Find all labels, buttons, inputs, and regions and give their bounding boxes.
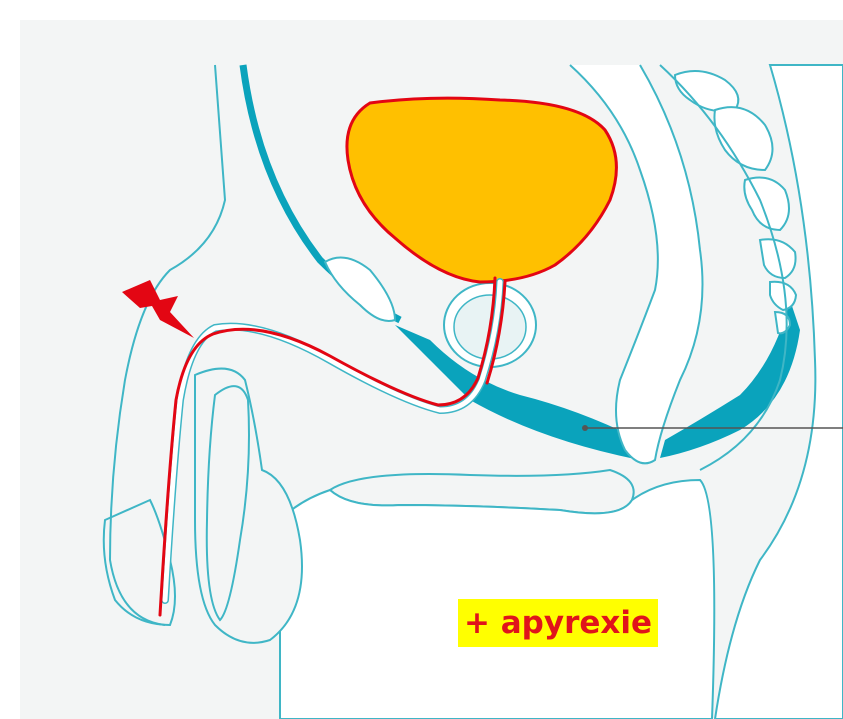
- pointer-dot: [582, 425, 588, 431]
- annotation-label: + apyrexie: [458, 599, 658, 647]
